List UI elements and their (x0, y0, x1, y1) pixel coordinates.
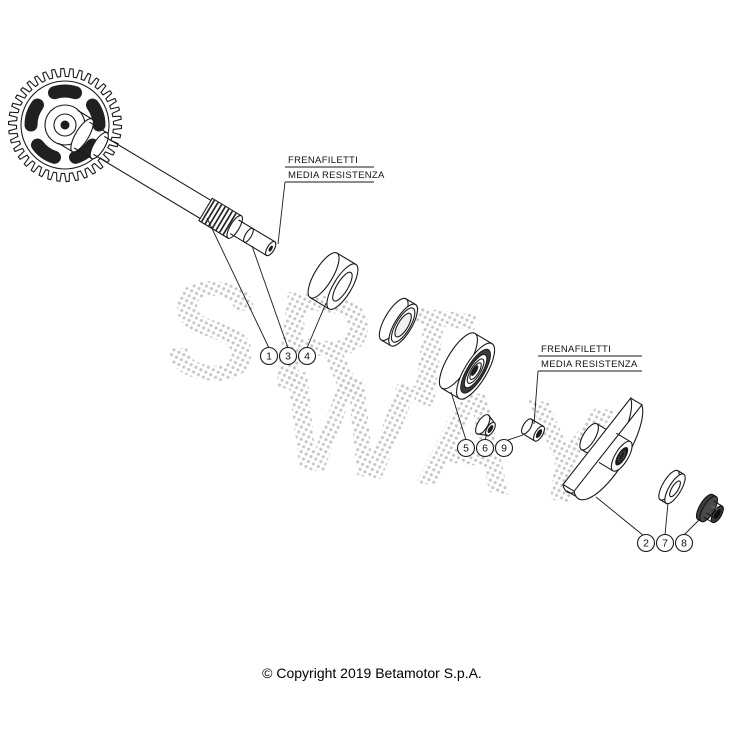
pin-sides (522, 418, 544, 442)
leader-lines (206, 217, 700, 537)
seal-bore (394, 312, 412, 338)
balloon-part-2: 2 (636, 533, 656, 553)
callout-2-line-2: MEDIA RESISTENZA (541, 359, 638, 370)
callout-1-leader (277, 181, 286, 245)
nut-facet-shadow (706, 512, 716, 519)
gear-lightening-holes (24, 84, 106, 164)
balloon-2-label: 2 (643, 538, 649, 550)
balloon-part-6: 6 (475, 438, 495, 458)
balloon-9-label: 9 (501, 443, 507, 455)
shaft-collar-a (58, 110, 93, 153)
shaft-groove (243, 227, 254, 243)
balloon-group-shaft: 1 3 4 (259, 346, 317, 366)
leader-balloon-2 (595, 496, 645, 537)
cone-washer-taper (476, 414, 495, 437)
spacer-bushing (307, 252, 359, 310)
bearing-bore-shadow (471, 365, 479, 376)
shaft-end-hole (268, 245, 273, 252)
callout-2-leader (533, 370, 539, 425)
seal-ring (378, 297, 419, 347)
balloon-8-label: 8 (681, 538, 687, 550)
weight-hub-sides (598, 432, 632, 472)
shaft-journal (230, 219, 276, 257)
dowel-pin (520, 418, 546, 442)
cone-washer (475, 414, 496, 437)
shaft-body (93, 136, 212, 220)
weight-splined-bore (615, 446, 629, 466)
weight-front-face (573, 403, 644, 501)
balloon-6-label: 6 (482, 443, 488, 455)
bushing-sides (309, 252, 357, 310)
shaft-spline-teeth (200, 199, 241, 238)
balloon-3-label: 3 (285, 351, 291, 363)
balloon-part-7: 7 (655, 533, 675, 553)
balloon-part-3: 3 (278, 346, 298, 366)
ball-bearing (438, 332, 496, 400)
plain-washer (658, 469, 686, 505)
balloon-5-label: 5 (463, 443, 469, 455)
callout-threadlocker-nut: FRENAFILETTI MEDIA RESISTENZA (533, 344, 642, 425)
shaft-collar-a-face (70, 118, 94, 153)
nut-body-sides (703, 500, 723, 523)
weight-bore-splines (617, 450, 626, 462)
balloon-part-5: 5 (456, 438, 476, 458)
bushing-bore (332, 271, 353, 302)
leader-balloon-5 (450, 391, 467, 441)
copyright-text: © Copyright 2019 Betamotor S.p.A. (262, 665, 482, 681)
callout-1-line-1: FRENAFILETTI (288, 155, 358, 166)
leader-balloon-7 (664, 502, 669, 536)
balloon-part-8: 8 (674, 533, 694, 553)
bearing-inner-race (466, 358, 485, 384)
balloon-part-4: 4 (297, 346, 317, 366)
balloon-7-label: 7 (662, 538, 668, 550)
watermark: SRT WAY (157, 247, 636, 538)
balloon-part-9: 9 (494, 438, 514, 458)
flanged-nut (695, 493, 724, 524)
balloon-part-1: 1 (259, 346, 279, 366)
nut-bore (713, 509, 721, 520)
gear-center-hole (60, 120, 70, 130)
shaft-spline-outline (198, 197, 242, 239)
balancer-weight (562, 396, 644, 501)
balloon-group-bearing: 5 6 9 (456, 438, 514, 458)
callout-threadlocker-shaft: FRENAFILETTI MEDIA RESISTENZA (277, 155, 385, 245)
balloon-1-label: 1 (266, 351, 272, 363)
balancer-shaft (58, 110, 277, 257)
shaft-spline-end-face (226, 215, 243, 239)
nut-facet-highlight (710, 505, 720, 512)
leader-balloon-3 (251, 245, 289, 349)
leader-balloon-8 (683, 519, 700, 536)
gear-rim (20, 80, 110, 170)
leader-balloon-1 (206, 217, 270, 349)
pin-socket (535, 429, 543, 439)
bearing-sides (441, 332, 493, 400)
shaft-collar-b-face (89, 131, 109, 160)
callout-2-line-1: FRENAFILETTI (541, 344, 611, 355)
seal-lip-ring (390, 307, 416, 343)
balloon-group-weight: 2 7 8 (636, 533, 694, 553)
washer-bore (669, 480, 681, 498)
leader-balloon-4 (306, 302, 327, 349)
balancer-gear (7, 67, 123, 183)
balloon-4-label: 4 (304, 351, 310, 363)
callout-1-line-2: MEDIA RESISTENZA (288, 170, 385, 181)
cone-washer-hole (487, 425, 494, 434)
shaft-collar-b (73, 121, 108, 160)
